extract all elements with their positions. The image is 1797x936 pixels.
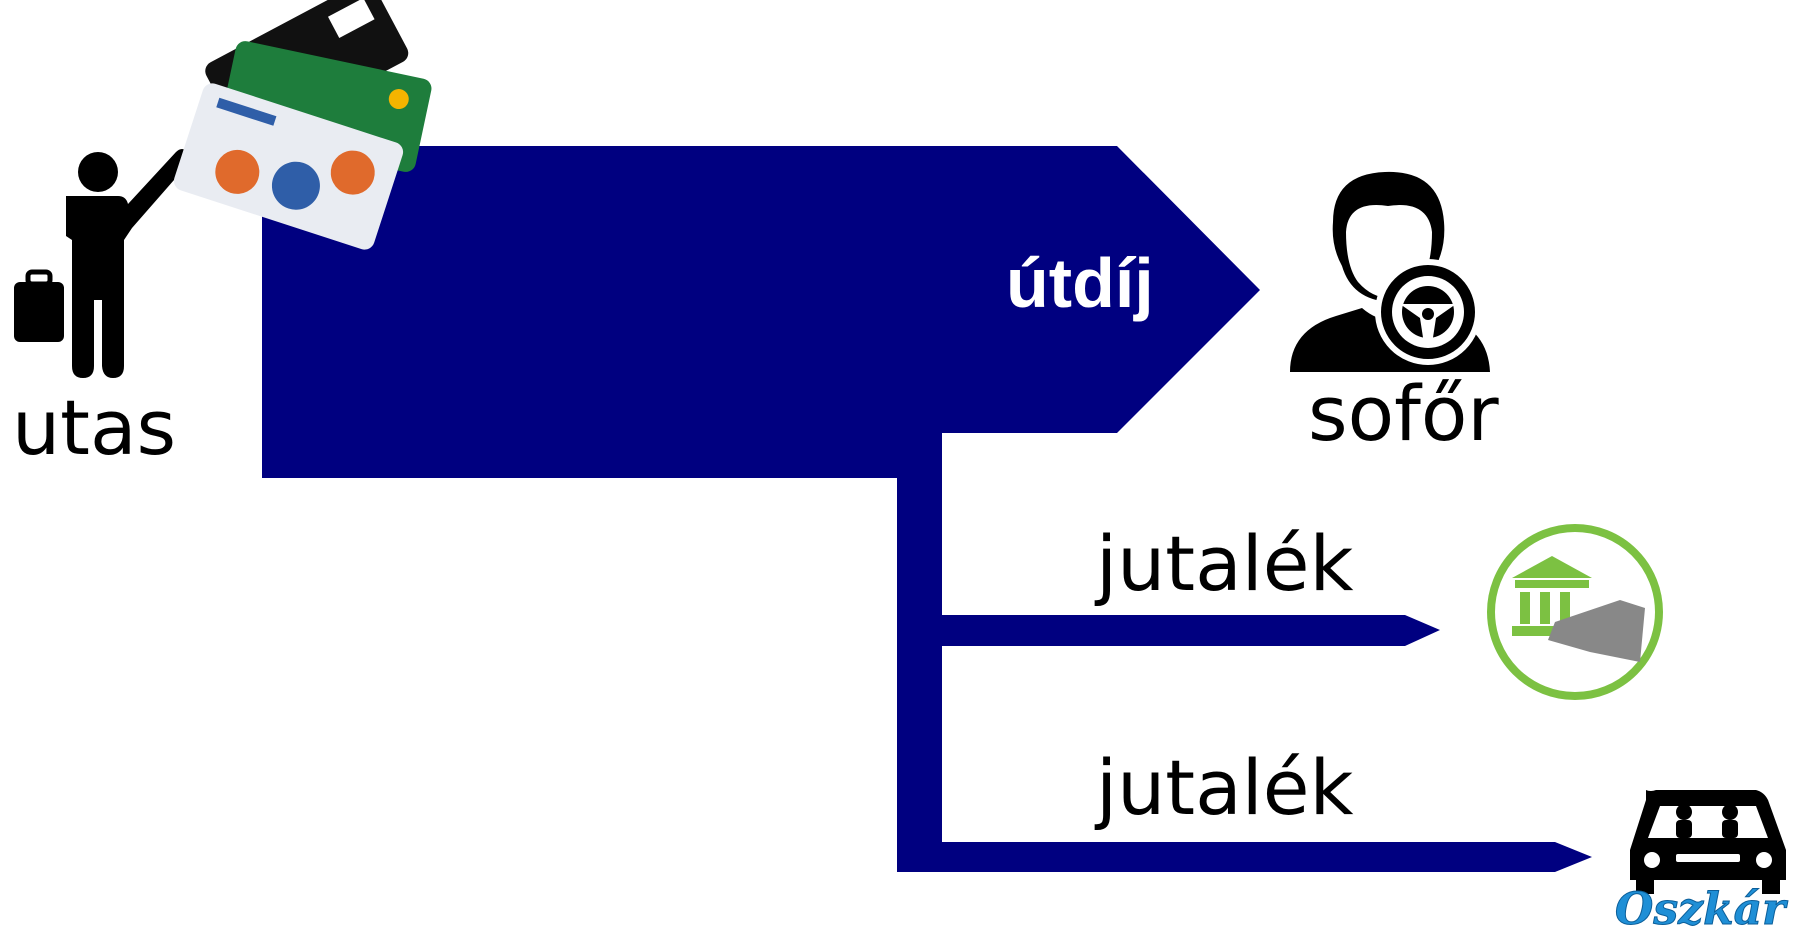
fare-arrow bbox=[262, 146, 1260, 478]
fare-label: útdíj bbox=[1006, 244, 1154, 322]
commission-arrow-authority bbox=[942, 615, 1440, 646]
driver-label: sofőr bbox=[1308, 369, 1499, 458]
commission-authority-label: jutalék bbox=[1096, 519, 1354, 608]
commission-arrow-platform bbox=[897, 842, 1592, 872]
passenger-label: utas bbox=[12, 383, 177, 472]
commission-platform-label: jutalék bbox=[1096, 743, 1354, 832]
platform-brand-logo: Oszkár bbox=[1614, 884, 1786, 935]
branch-trunk bbox=[897, 478, 942, 871]
